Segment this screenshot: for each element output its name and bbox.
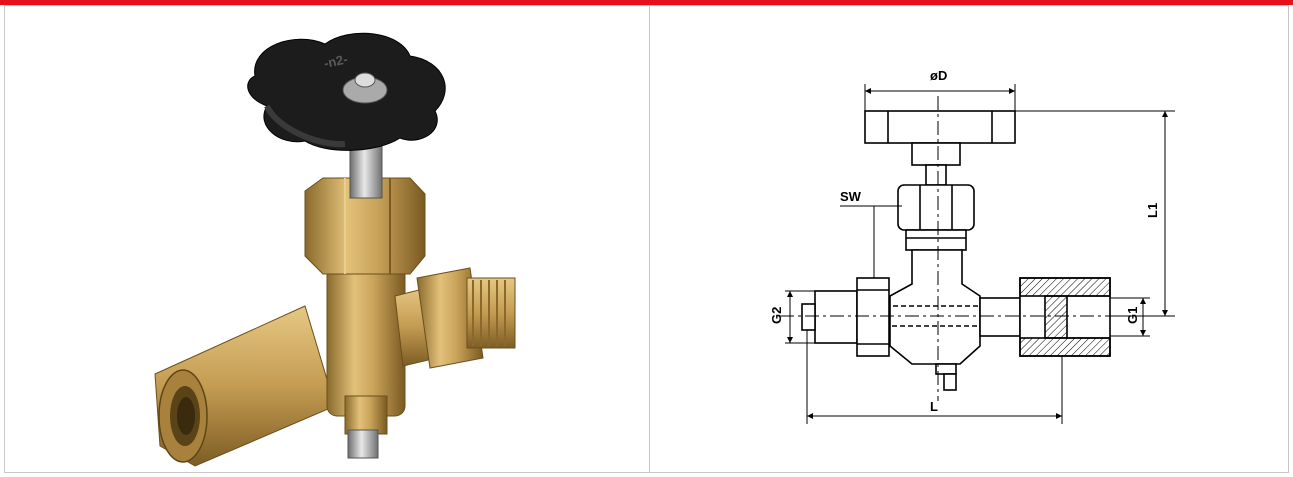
knob-marking: -n2- xyxy=(323,51,349,71)
technical-drawing-panel: øD SW L1 L G2 G1 xyxy=(649,5,1289,473)
handwheel: -n2- xyxy=(247,32,446,151)
drawing-handwheel xyxy=(864,110,1016,186)
label-thread-left: G2 xyxy=(769,307,784,324)
label-thread-right: G1 xyxy=(1125,307,1140,324)
drawing-bonnet xyxy=(897,184,975,251)
valve-body xyxy=(326,265,406,459)
label-length: L xyxy=(930,399,938,414)
product-photo-panel: -n2- xyxy=(4,5,650,473)
label-diameter: øD xyxy=(930,68,947,83)
drawing-left-connector xyxy=(801,277,890,357)
valve-drawing: øD SW L1 L G2 G1 xyxy=(769,68,1175,424)
bonnet-nut xyxy=(304,177,426,275)
bottom-border xyxy=(4,472,1289,473)
drawing-right-connector xyxy=(979,277,1111,357)
valve-photo: -n2- xyxy=(154,32,516,467)
inlet-port xyxy=(154,305,336,467)
outlet-port xyxy=(394,267,516,369)
drawing-body xyxy=(889,249,981,391)
label-height: L1 xyxy=(1145,203,1160,218)
label-wrench-size: SW xyxy=(840,189,862,204)
header-accent-bar xyxy=(0,0,1293,5)
